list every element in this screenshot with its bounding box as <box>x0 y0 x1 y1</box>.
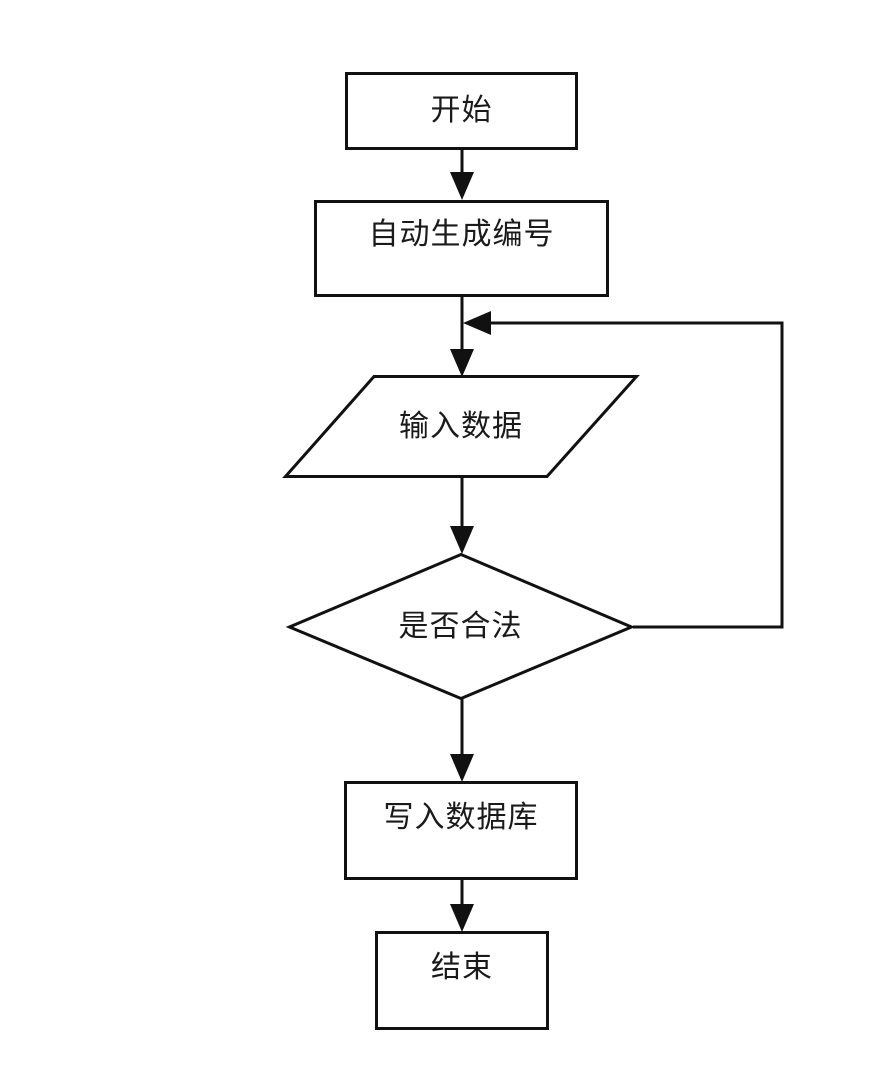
node-input-data-shape[interactable] <box>282 375 640 478</box>
edge-is-valid-to-write-to-database <box>450 699 474 782</box>
edge-start-to-auto-generate-number <box>450 150 474 200</box>
edge-is-valid-loop-back-to-input-data <box>463 311 784 629</box>
edge-layer <box>450 150 784 932</box>
edge-write-to-database-to-end <box>450 879 474 932</box>
node-end-shape[interactable] <box>375 931 549 1030</box>
edge-auto-generate-number-to-input-data <box>450 297 474 377</box>
edge-input-data-to-is-valid <box>450 477 474 554</box>
node-write-to-database-shape[interactable] <box>344 781 578 880</box>
shape-layer <box>282 72 640 1030</box>
node-is-valid-shape[interactable] <box>285 552 636 701</box>
node-auto-generate-number-shape[interactable] <box>314 200 609 297</box>
node-start-shape[interactable] <box>345 72 578 150</box>
